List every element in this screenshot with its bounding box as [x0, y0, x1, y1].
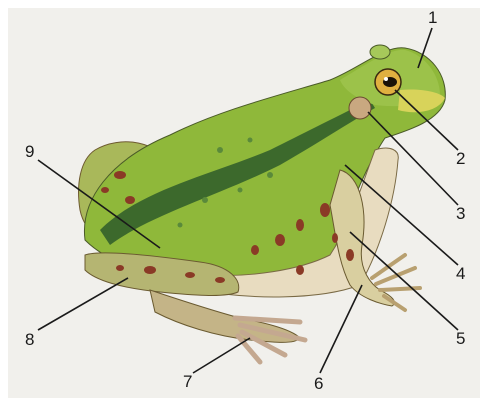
callout-4: 4 — [456, 265, 465, 282]
callout-8: 8 — [25, 331, 34, 348]
tympanum — [349, 97, 371, 119]
callout-7: 7 — [183, 373, 192, 390]
callout-5: 5 — [456, 330, 465, 347]
nostril-bump — [370, 45, 390, 59]
eye-highlight — [384, 77, 388, 81]
callout-2: 2 — [456, 150, 465, 167]
callout-6: 6 — [314, 375, 323, 392]
callout-1: 1 — [428, 9, 437, 26]
callout-9: 9 — [25, 143, 34, 160]
callout-3: 3 — [456, 205, 465, 222]
